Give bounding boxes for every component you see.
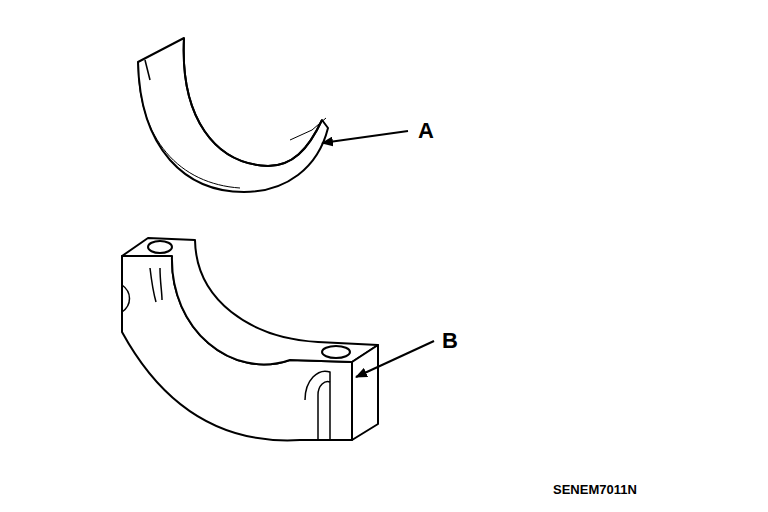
part-letter: B bbox=[442, 330, 458, 352]
part-letter: A bbox=[418, 120, 434, 142]
leader-line bbox=[356, 341, 434, 377]
bearing-shell bbox=[138, 38, 328, 192]
leader-line bbox=[322, 131, 408, 143]
figure-code: SENEM7011N bbox=[553, 483, 637, 496]
bearing-cap bbox=[122, 238, 378, 440]
